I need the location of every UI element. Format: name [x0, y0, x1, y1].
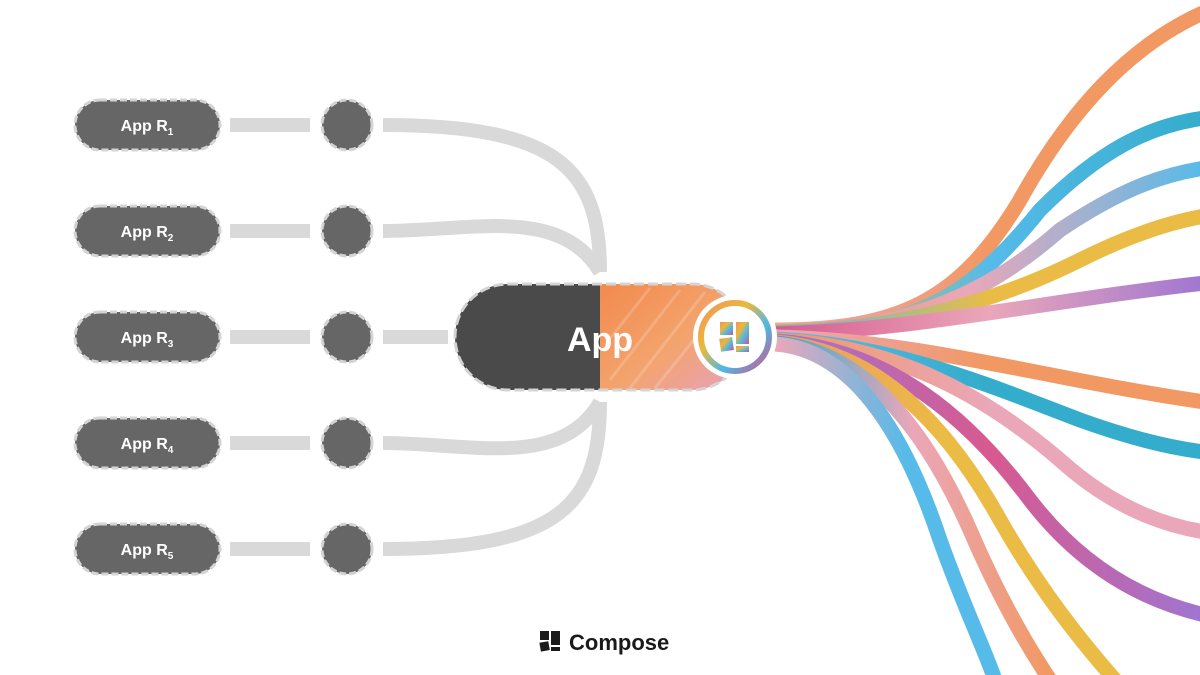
replica-dot	[320, 522, 374, 576]
replica-label: App R3	[121, 330, 174, 350]
replica-label-base: App R	[121, 330, 169, 347]
brand-name: Compose	[569, 630, 669, 655]
replica-label: App R2	[121, 224, 174, 244]
compose-hub-icon	[693, 295, 777, 379]
replica-pill	[73, 204, 222, 258]
replica-node-1: App R1	[73, 98, 374, 152]
replica-label-subscript: 4	[168, 445, 174, 456]
replica-pill	[73, 310, 222, 364]
replica-dot	[320, 98, 374, 152]
replica-node-5: App R5	[73, 522, 374, 576]
replica-pill	[73, 416, 222, 470]
ribbon-12	[774, 336, 1002, 675]
replica-label-base: App R	[121, 118, 169, 135]
replica-label-subscript: 3	[168, 339, 174, 350]
output-ribbons	[774, 6, 1200, 675]
compose-logo-icon	[539, 631, 560, 652]
replica-label-base: App R	[121, 542, 169, 559]
replica-dot	[320, 204, 374, 258]
ribbon-8	[774, 332, 1200, 539]
replica-label-subscript: 1	[168, 127, 174, 138]
replica-pill	[73, 98, 222, 152]
connector-r4-curve	[382, 398, 607, 456]
replica-dot	[320, 416, 374, 470]
replica-label-base: App R	[121, 436, 169, 453]
replica-dot	[320, 310, 374, 364]
replica-label: App R1	[121, 118, 174, 138]
app-dark-half	[455, 284, 600, 390]
connector-r5-curve	[382, 401, 607, 556]
replica-node-3: App R3	[73, 310, 374, 364]
footer-brand: Compose	[539, 630, 669, 655]
connector-r2-curve	[382, 219, 607, 276]
replica-pill	[73, 522, 222, 576]
replica-node-2: App R2	[73, 204, 374, 258]
connector-r1-curve	[382, 118, 607, 273]
replica-label: App R4	[121, 436, 174, 456]
replica-connectors	[230, 118, 607, 556]
app-label: App	[567, 321, 633, 359]
ribbon-5	[774, 276, 1200, 342]
hub-outer-circle	[693, 295, 777, 379]
ribbon-10	[774, 334, 1121, 675]
hub-logo-icon	[719, 322, 749, 352]
replica-label-subscript: 2	[168, 233, 174, 244]
hub-ring	[698, 300, 772, 374]
replica-label-subscript: 5	[168, 551, 174, 562]
replica-label: App R5	[121, 542, 174, 562]
replica-label-base: App R	[121, 224, 169, 241]
replica-node-4: App R4	[73, 416, 374, 470]
